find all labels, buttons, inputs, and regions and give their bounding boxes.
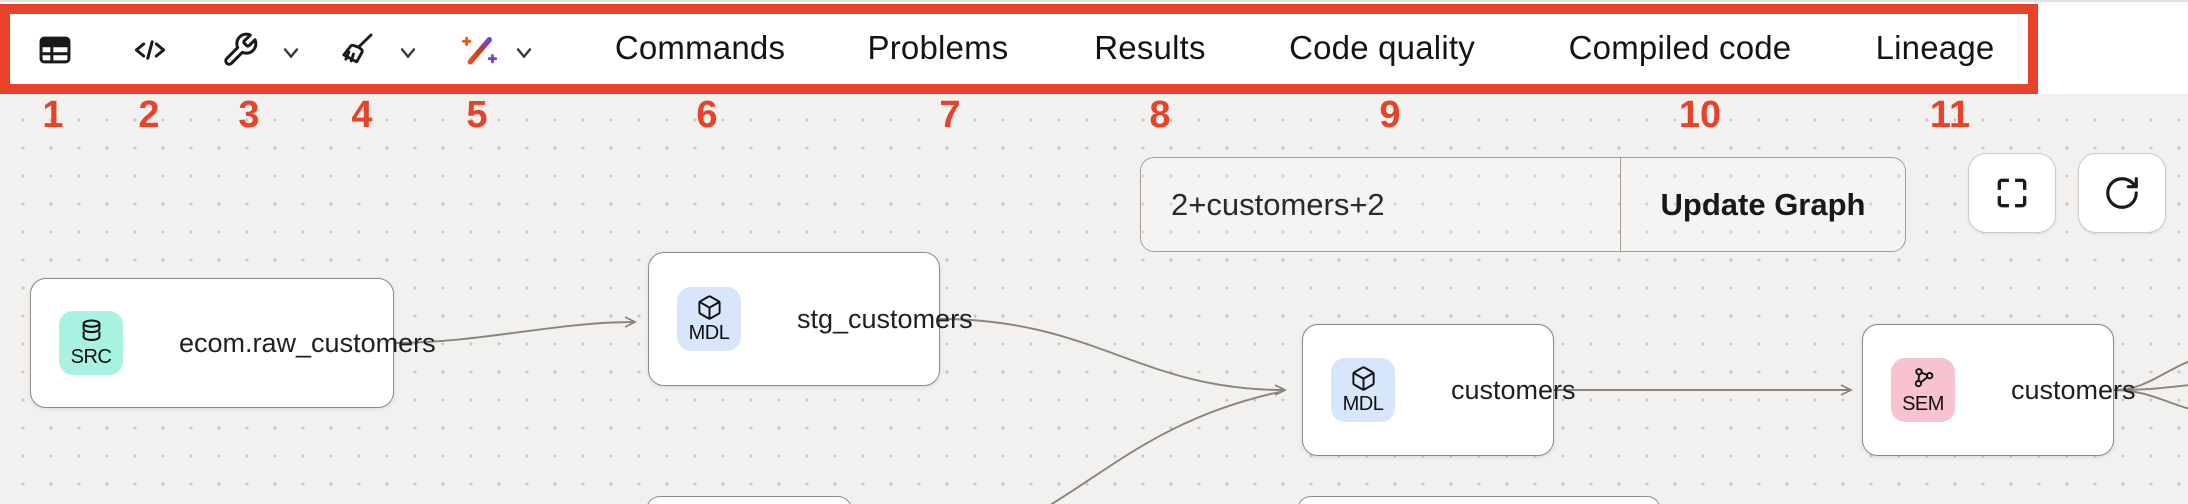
refresh-button[interactable] (2078, 153, 2166, 233)
tab-commands[interactable]: Commands (614, 29, 786, 66)
graph-control: 2+customers+2 Update Graph (1140, 157, 1906, 252)
annotation-number: 3 (238, 94, 260, 136)
cube-icon (1351, 365, 1375, 391)
broom-icon[interactable] (337, 31, 375, 69)
update-graph-button[interactable]: Update Graph (1660, 186, 1866, 222)
node-customers-sem[interactable]: SEM customers (1862, 324, 2136, 456)
tab-code-quality[interactable]: Code quality (1289, 29, 1475, 66)
annotation-number: 10 (1678, 94, 1722, 136)
magic-wand-icon[interactable] (460, 31, 498, 69)
fullscreen-button[interactable] (1968, 153, 2056, 233)
annotation-number: 5 (466, 94, 488, 136)
node-stg-customers[interactable]: MDL stg_customers (648, 252, 973, 386)
badge-label: SRC (70, 345, 112, 368)
annotation-number: 6 (696, 94, 718, 136)
partial-node[interactable] (646, 496, 852, 504)
broom-dropdown-chevron-icon[interactable] (400, 46, 417, 59)
tab-compiled-code[interactable]: Compiled code (1568, 29, 1792, 66)
node-ecom-raw-customers[interactable]: SRC ecom.raw_customers (30, 278, 436, 408)
node-label: stg_customers (797, 303, 973, 334)
node-customers-mdl[interactable]: MDL customers (1302, 324, 1576, 456)
wand-dropdown-chevron-icon[interactable] (516, 46, 533, 59)
wrench-icon[interactable] (221, 31, 259, 69)
partial-node[interactable] (1297, 496, 1661, 504)
sem-badge: SEM (1891, 358, 1955, 422)
node-label: customers (1451, 374, 1576, 405)
toolbar: Commands Problems Results Code quality C… (0, 0, 2188, 94)
annotation-number: 7 (939, 94, 961, 136)
annotation-number: 9 (1379, 94, 1401, 136)
tab-problems[interactable]: Problems (867, 29, 1009, 66)
semantic-network-icon (1914, 367, 1933, 387)
annotation-number: 1 (42, 94, 64, 136)
table-icon[interactable] (36, 31, 74, 69)
node-label: customers (2011, 374, 2136, 405)
cube-icon (697, 294, 721, 320)
mdl-badge: MDL (677, 287, 741, 351)
code-icon[interactable] (131, 31, 169, 69)
src-badge: SRC (59, 311, 123, 375)
lineage-canvas[interactable]: 1 2 3 4 5 6 7 8 9 10 11 (0, 94, 2188, 504)
node-label: ecom.raw_customers (179, 327, 436, 358)
annotation-number: 4 (351, 94, 373, 136)
annotation-number: 11 (1929, 94, 1971, 136)
badge-label: MDL (688, 321, 730, 344)
badge-label: SEM (1902, 392, 1944, 415)
tab-results[interactable]: Results (1094, 29, 1206, 66)
annotation-number: 8 (1149, 94, 1171, 136)
lineage-edges (393, 316, 2188, 504)
graph-search-input[interactable]: 2+customers+2 (1141, 158, 1621, 251)
annotation-number: 2 (138, 94, 160, 136)
badge-label: MDL (1342, 392, 1384, 415)
tab-lineage[interactable]: Lineage (1875, 29, 1995, 66)
wrench-dropdown-chevron-icon[interactable] (283, 46, 300, 59)
mdl-badge: MDL (1331, 358, 1395, 422)
database-icon (82, 318, 100, 341)
